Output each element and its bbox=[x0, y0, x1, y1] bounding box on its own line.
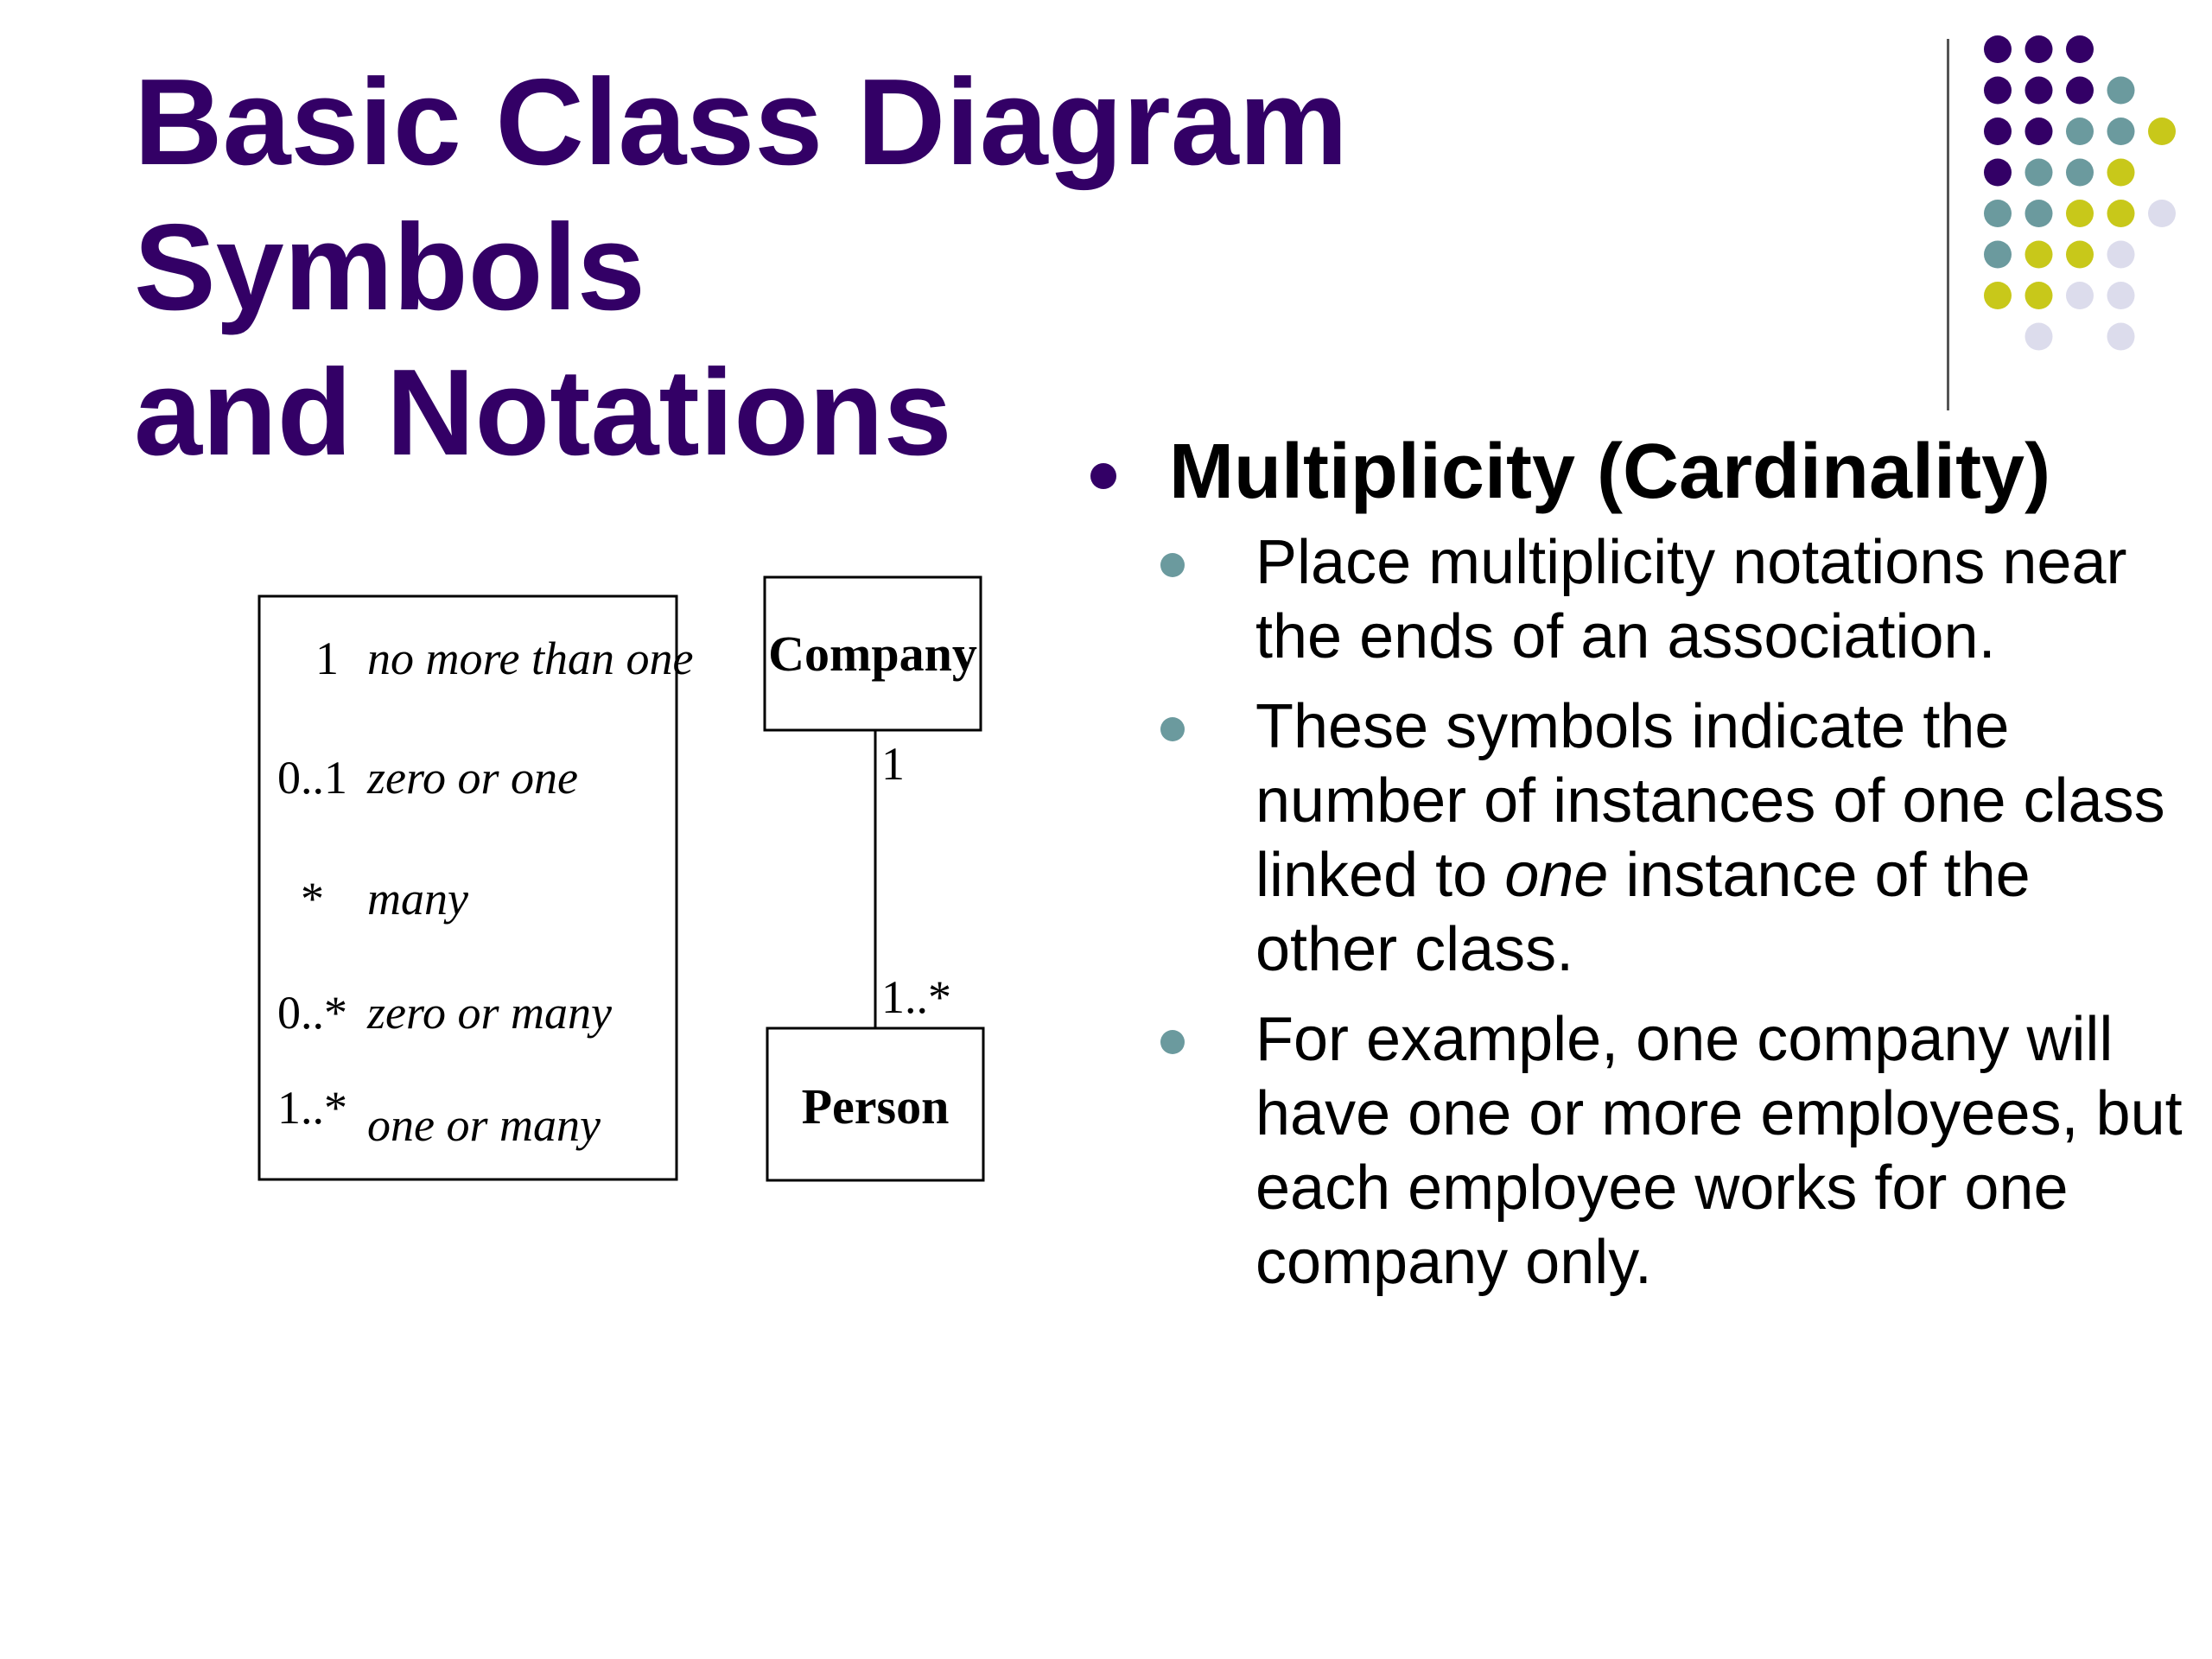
decorative-dot bbox=[1984, 35, 2012, 63]
decorative-dot bbox=[1984, 282, 2012, 309]
decorative-dot bbox=[1984, 76, 2012, 105]
decorative-dot bbox=[2148, 200, 2176, 227]
decorative-dot bbox=[2107, 158, 2135, 187]
decorative-dot bbox=[2066, 240, 2094, 269]
decorative-dot bbox=[2107, 240, 2135, 269]
title-line-1: Basic Class Diagram Symbols bbox=[134, 54, 1348, 336]
decorative-dot bbox=[2107, 76, 2135, 105]
legend-symbol-2: 0..1 bbox=[277, 752, 347, 804]
sub-bullet-2-pre: These symbols indicate the number of ins… bbox=[1255, 692, 2165, 910]
sub-bullet-1: Place multiplicity notations near the en… bbox=[1160, 525, 2184, 674]
legend-box bbox=[257, 594, 678, 1181]
sub-bullet-icon bbox=[1160, 553, 1185, 577]
legend-symbol-5: 1..* bbox=[277, 1082, 347, 1134]
heading-text: Multiplicity (Cardinality) bbox=[1169, 429, 2051, 515]
decorative-dot bbox=[2024, 76, 2053, 105]
decorative-dot bbox=[2024, 158, 2053, 187]
decorative-dot bbox=[2148, 118, 2176, 145]
legend-symbol-3: * bbox=[301, 873, 324, 925]
title-divider bbox=[1947, 39, 1949, 410]
multiplicity-diagram: 1 no more than one 0..1 zero or one * ma… bbox=[257, 575, 985, 1182]
legend-symbol-4: 0..* bbox=[277, 987, 347, 1039]
slide-title: Basic Class Diagram Symbols and Notation… bbox=[134, 50, 1862, 486]
legend-meaning-3: many bbox=[367, 873, 468, 925]
legend-meaning-2: zero or one bbox=[366, 752, 578, 804]
sub-bullet-3: For example, one company will have one o… bbox=[1160, 1002, 2184, 1300]
decorative-dot bbox=[2024, 35, 2053, 63]
sub-bullet-2-emphasis: one bbox=[1504, 841, 1609, 910]
decorative-dot bbox=[2024, 118, 2053, 145]
person-class-box bbox=[766, 1027, 985, 1182]
bullet-content: Multiplicity (Cardinality) Place multipl… bbox=[1078, 427, 2184, 1315]
decorative-dot bbox=[2107, 200, 2135, 227]
decorative-dot bbox=[1984, 200, 2012, 227]
decorative-dot bbox=[2066, 118, 2094, 145]
decorative-dot bbox=[1984, 158, 2012, 187]
title-line-2: and Notations bbox=[134, 344, 952, 481]
decorative-dot bbox=[2024, 322, 2053, 351]
company-class-box bbox=[763, 575, 982, 732]
legend-meaning-4: zero or many bbox=[366, 987, 612, 1039]
bullet-heading: Multiplicity (Cardinality) bbox=[1078, 427, 2184, 517]
decorative-dot bbox=[2107, 282, 2135, 309]
decorative-dot bbox=[2066, 35, 2094, 63]
decorative-dot bbox=[2024, 200, 2053, 227]
sub-bullet-list: Place multiplicity notations near the en… bbox=[1078, 525, 2184, 1300]
multiplicity-person-end: 1..* bbox=[881, 971, 951, 1023]
legend-meaning-1: no more than one bbox=[367, 632, 693, 684]
sub-bullet-1-text: Place multiplicity notations near the en… bbox=[1255, 528, 2127, 671]
sub-bullet-icon bbox=[1160, 1030, 1185, 1054]
person-class-name: Person bbox=[802, 1078, 950, 1135]
decorative-dot bbox=[2066, 200, 2094, 227]
sub-bullet-2: These symbols indicate the number of ins… bbox=[1160, 690, 2184, 987]
legend-meaning-5: one or many bbox=[367, 1099, 601, 1151]
decorative-dot bbox=[2066, 282, 2094, 309]
decorative-dot bbox=[1984, 240, 2012, 269]
decorative-dot bbox=[2107, 118, 2135, 145]
decorative-dot bbox=[1984, 118, 2012, 145]
decorative-dot bbox=[2066, 158, 2094, 187]
heading-bullet-icon bbox=[1090, 463, 1116, 489]
sub-bullet-icon bbox=[1160, 717, 1185, 741]
sub-bullet-3-text: For example, one company will have one o… bbox=[1255, 1005, 2183, 1297]
decorative-dot bbox=[2024, 240, 2053, 269]
decorative-dot bbox=[2024, 282, 2053, 309]
decorative-dot bbox=[2066, 76, 2094, 105]
multiplicity-company-end: 1 bbox=[881, 738, 905, 790]
sub-bullet-2-post: instance of the other class. bbox=[1255, 841, 2031, 984]
company-class-name: Company bbox=[768, 626, 977, 682]
legend-symbol-1: 1 bbox=[315, 632, 339, 684]
decorative-dot bbox=[2107, 322, 2135, 351]
